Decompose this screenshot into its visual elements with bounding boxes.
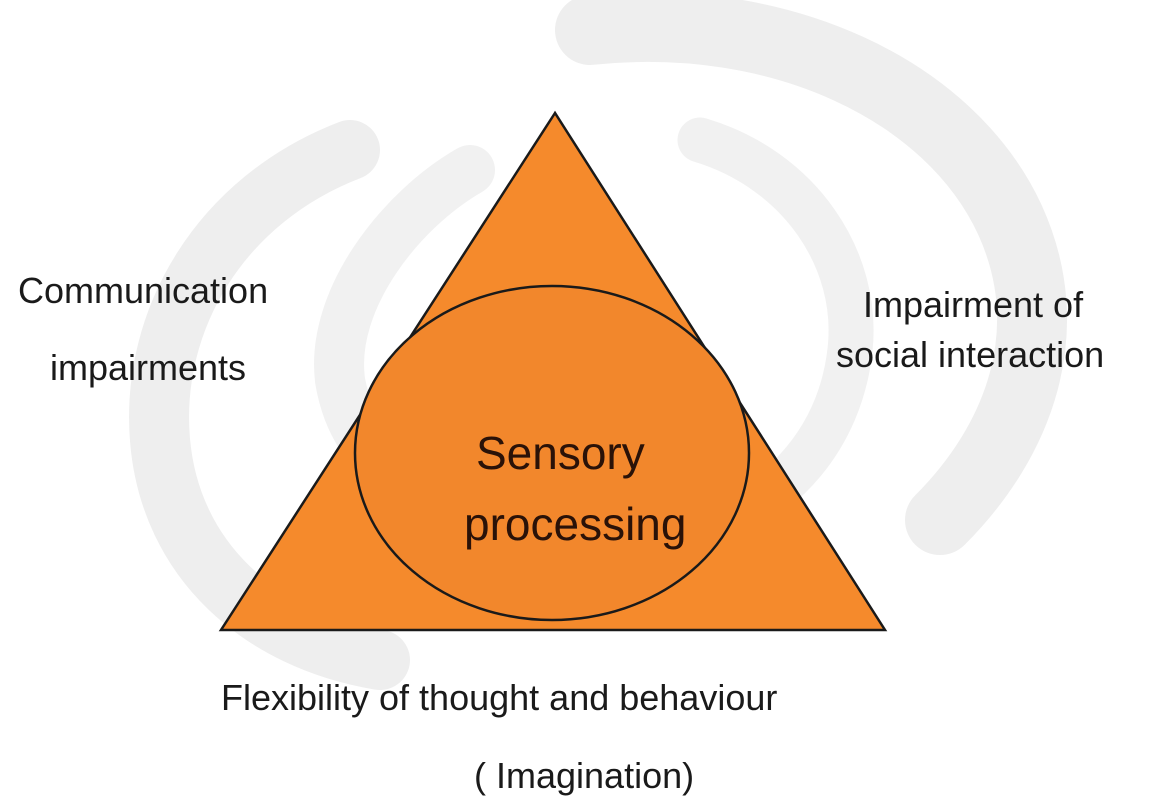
left-label-line1: Communication (18, 270, 269, 311)
right-label-line2: social interaction (836, 334, 1105, 375)
bottom-label-line2: ( Imagination) (474, 755, 695, 796)
left-label-line2: impairments (50, 347, 247, 388)
center-label-line1: Sensory (476, 427, 645, 479)
sensory-circle (353, 284, 751, 622)
right-label-line1: Impairment of (863, 284, 1084, 325)
swirl-outer-arc (555, 0, 1068, 555)
center-label-line2: processing (464, 498, 687, 550)
bottom-label-line1: Flexibility of thought and behaviour (221, 677, 778, 718)
